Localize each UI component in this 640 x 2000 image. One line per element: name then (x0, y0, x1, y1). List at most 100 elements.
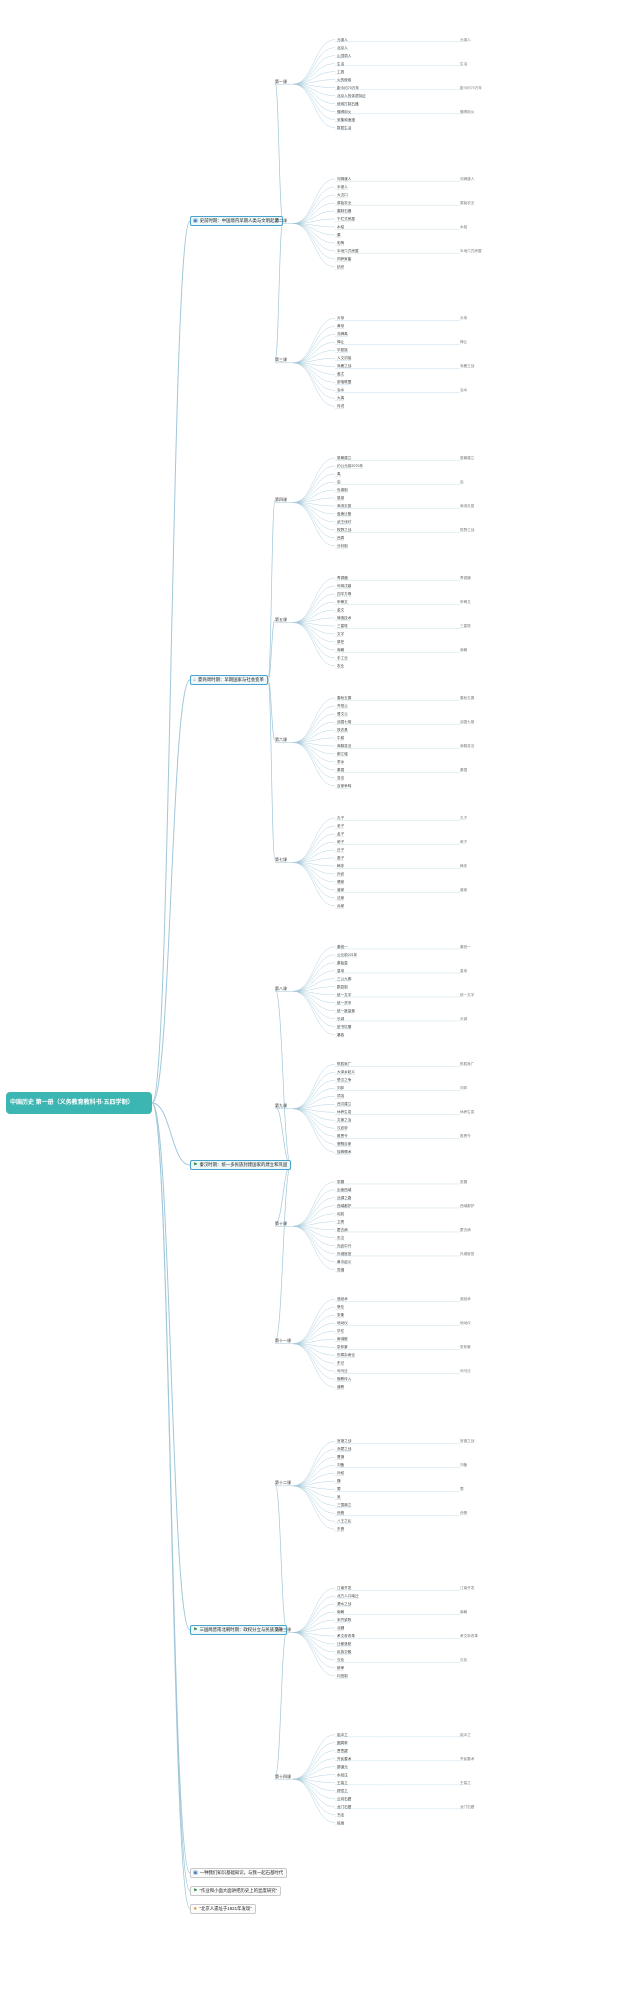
leaf-topic[interactable]: 群居生活 (337, 125, 352, 130)
leaf-topic[interactable]: 蜀 (337, 1487, 341, 1492)
leaf-topic[interactable]: 地动仪 (337, 1321, 348, 1326)
leaf-topic[interactable]: 干栏式房屋 (337, 217, 355, 221)
leaf-topic[interactable]: 外戚宦官 (337, 1251, 352, 1256)
leaf-topic[interactable]: 吴 (337, 1495, 341, 1500)
leaf-topic[interactable]: 北京人的体质特征 (337, 93, 366, 98)
leaf-topic[interactable]: 文景之治 (337, 1118, 352, 1123)
leaf-topic[interactable]: 贾思勰 (337, 1748, 348, 1753)
leaf-topic[interactable]: 世袭制 (337, 488, 348, 492)
leaf-topic[interactable]: 庄子 (337, 848, 345, 852)
leaf-topic[interactable]: 统一文字 (337, 992, 352, 997)
leaf-topic[interactable]: 三国鼎立 (337, 1503, 352, 1508)
leaf-topic[interactable]: 顾恺之 (337, 1788, 348, 1793)
leaf-topic[interactable]: 司母戊鼎 (337, 584, 352, 588)
leaf-topic[interactable]: 约公元前2070年 (337, 464, 363, 468)
leaf-topic[interactable]: 伤寒杂病论 (337, 1353, 355, 1358)
leaf-topic[interactable]: 华佗 (337, 1329, 345, 1334)
leaf-topic[interactable]: 金文 (337, 608, 345, 612)
lesson-node[interactable]: 第四课 (275, 497, 287, 502)
leaf-topic[interactable]: 鲜卑 (337, 1666, 345, 1670)
leaf-topic[interactable]: 北京人 (337, 45, 348, 50)
leaf-topic[interactable]: 张骞 (337, 1179, 345, 1184)
leaf-topic[interactable]: 水稻 (337, 225, 345, 229)
leaf-topic[interactable]: 夏桀 (337, 496, 345, 500)
leaf-topic[interactable]: 道教 (337, 1385, 345, 1390)
leaf-topic[interactable]: 西域都护 (337, 1203, 352, 1208)
leaf-topic[interactable]: 赤壁之战 (337, 1447, 352, 1452)
leaf-topic[interactable]: 郦道元 (337, 1764, 348, 1769)
leaf-topic[interactable]: 北方人口南迁 (337, 1594, 359, 1598)
leaf-topic[interactable]: 荀子 (337, 840, 345, 844)
leaf-topic[interactable]: 八王之乱 (337, 1519, 352, 1524)
leaf-topic[interactable]: 司马迁 (337, 1369, 348, 1374)
leaf-topic[interactable]: 魏 (337, 1479, 341, 1484)
leaf-topic[interactable]: 东晋 (337, 1527, 345, 1532)
leaf-topic[interactable]: 龙门石窟 (337, 1804, 352, 1809)
leaf-topic[interactable]: 铸造技术 (337, 616, 352, 620)
leaf-topic[interactable]: 书法 (337, 1812, 345, 1817)
footer-topic[interactable]: ★“北京人遗址于1921年发现” (190, 1904, 256, 1914)
leaf-topic[interactable]: 大泽乡起义 (337, 1070, 355, 1075)
leaf-topic[interactable]: 兵家 (337, 904, 345, 908)
leaf-topic[interactable]: 原始农业 (337, 201, 352, 205)
leaf-topic[interactable]: 老子 (337, 824, 345, 828)
leaf-topic[interactable]: 张衡 (337, 1313, 345, 1318)
leaf-topic[interactable]: 甲骨文 (337, 600, 348, 604)
leaf-topic[interactable]: 都江堰 (337, 752, 348, 756)
leaf-topic[interactable]: 夏朝建立 (337, 456, 352, 460)
leaf-topic[interactable]: 江南开发 (337, 1586, 352, 1590)
leaf-topic[interactable]: 郡县制 (337, 984, 348, 989)
leaf-topic[interactable]: 牧野之战 (337, 528, 352, 532)
leaf-topic[interactable]: 人文初祖 (337, 356, 352, 361)
lesson-node[interactable]: 第十课 (275, 1220, 287, 1226)
leaf-topic[interactable]: 史记 (337, 1361, 345, 1366)
leaf-topic[interactable]: 圆周率 (337, 1740, 348, 1745)
leaf-topic[interactable]: 启 (337, 480, 341, 484)
leaf-topic[interactable]: 独尊儒术 (337, 1150, 352, 1155)
leaf-topic[interactable]: 秦国 (337, 768, 345, 772)
leaf-topic[interactable]: 党锢 (337, 1267, 345, 1272)
leaf-topic[interactable]: 河姆渡人 (337, 177, 352, 181)
leaf-topic[interactable]: 治水 (337, 388, 345, 393)
leaf-topic[interactable]: 汉武帝 (337, 1126, 348, 1131)
leaf-topic[interactable]: 采集和渔猎 (337, 117, 355, 122)
leaf-topic[interactable]: 禅让 (337, 340, 345, 345)
leaf-topic[interactable]: 尧舜禹 (337, 332, 348, 337)
leaf-topic[interactable]: 官渡之战 (337, 1439, 352, 1444)
leaf-topic[interactable]: 商汤灭夏 (337, 504, 352, 508)
leaf-topic[interactable]: 蔡伦 (337, 1305, 345, 1310)
leaf-topic[interactable]: 火的使用 (337, 77, 352, 82)
leaf-topic[interactable]: 纺织 (337, 265, 345, 269)
leaf-topic[interactable]: 民族交融 (337, 1650, 352, 1654)
leaf-topic[interactable]: 蚩尤 (337, 372, 345, 377)
lesson-node[interactable]: 第十四课 (275, 1773, 291, 1779)
leaf-topic[interactable]: 涿鹿之战 (337, 364, 352, 369)
leaf-topic[interactable]: 盘庚迁殷 (337, 512, 352, 516)
leaf-topic[interactable]: 大禹 (337, 396, 345, 401)
leaf-topic[interactable]: 彩陶 (337, 241, 345, 245)
leaf-topic[interactable]: 丝绸之路 (337, 1195, 352, 1200)
leaf-topic[interactable]: 李冰 (337, 760, 345, 764)
leaf-topic[interactable]: 匈奴 (337, 1211, 345, 1216)
leaf-topic[interactable]: 齐桓公 (337, 704, 348, 708)
footer-topic[interactable]: ▣一种我们知识基础知识，与我一起石基时代 (190, 1868, 288, 1878)
branch-u4[interactable]: ⚑三国两晋南北朝时期：政权分立与民族交融 (190, 1625, 287, 1635)
leaf-topic[interactable]: 推恩令 (337, 1134, 348, 1139)
branch-u1[interactable]: ▣史前时期：中国境内早期人类与文明起源 (190, 216, 283, 226)
lesson-node[interactable]: 第三课 (275, 357, 287, 363)
leaf-topic[interactable]: 公元前221年 (337, 952, 358, 957)
leaf-topic[interactable]: 刘备 (337, 1463, 345, 1468)
lesson-node[interactable]: 第五课 (275, 617, 287, 622)
leaf-topic[interactable]: 春秋五霸 (337, 696, 352, 700)
leaf-topic[interactable]: 懂得用火 (337, 109, 352, 114)
footer-topic[interactable]: ⚑“作业和小面大面讲把历史上的显度研究” (190, 1886, 282, 1896)
leaf-topic[interactable]: 部落联盟 (337, 380, 352, 385)
leaf-topic[interactable]: 曹操 (337, 1455, 345, 1460)
root-topic[interactable]: 中国历史 第一册（义务教育教科书·五四学制） (6, 1092, 152, 1114)
leaf-topic[interactable]: 淝水之战 (337, 1602, 352, 1606)
leaf-topic[interactable]: 南朝 (337, 1610, 345, 1614)
lesson-node[interactable]: 第十二课 (275, 1480, 291, 1486)
leaf-topic[interactable]: 孟子 (337, 832, 345, 836)
leaf-topic[interactable]: 休养生息 (337, 1110, 352, 1115)
leaf-topic[interactable]: 孙武 (337, 872, 345, 876)
